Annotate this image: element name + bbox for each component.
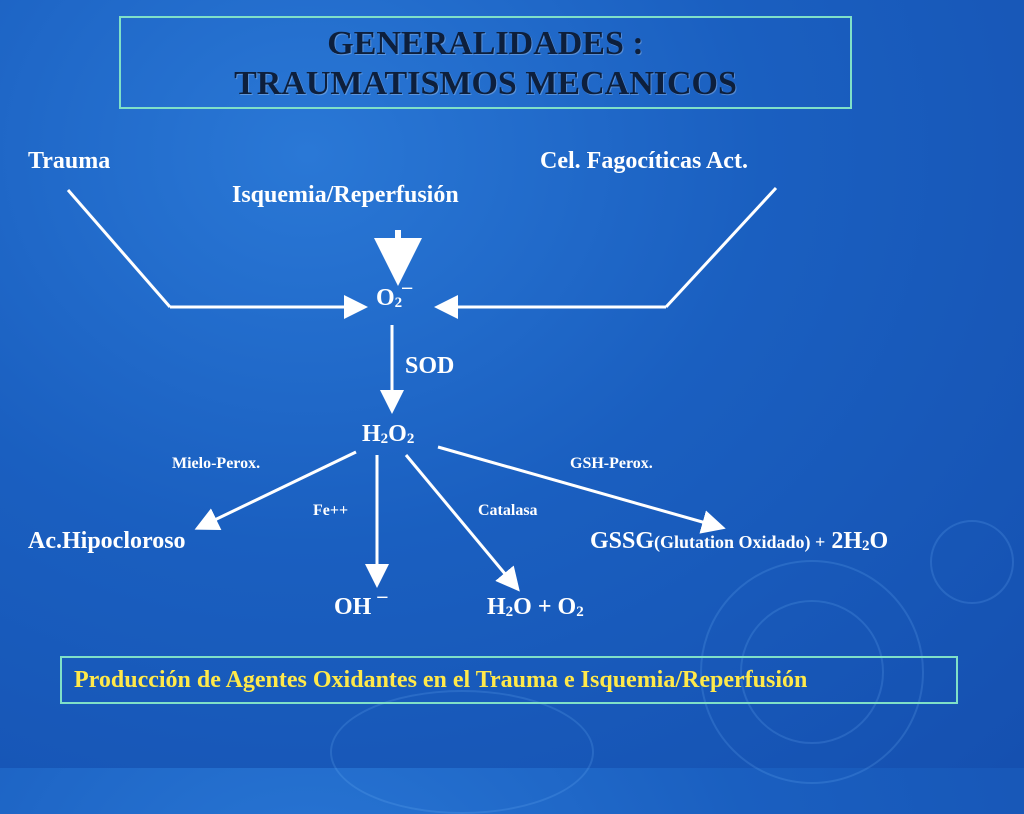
flow-arrows [66,186,778,592]
gssg-note: (Glutation Oxidado) + [654,532,826,552]
superoxide-charge: – [402,276,413,298]
h2o-end-o: O [869,528,889,554]
isquemia-label: Isquemia/Reperfusión [232,182,459,208]
h2o2-sub-1: 2 [380,431,389,447]
gssg-text: GSSG [590,528,655,554]
h2o2-o: O [388,421,407,447]
background-ripple [740,600,884,744]
water-oxygen-label: H2O + O2 [487,594,584,621]
superoxide-sub: 2 [394,295,403,311]
fagociticas-diagonal-line [664,186,778,309]
superoxide-label: O2– [376,276,412,312]
water-sub-1: 2 [505,604,514,620]
hydroxyl-label: OH – [334,585,387,621]
h2o2-sub-2: 2 [406,431,415,447]
catalasa-label: Catalasa [478,502,538,519]
h2o-end-sub: 2 [861,538,870,554]
background-ripple [930,520,1014,604]
h2o2-to-gssg-arrow [437,445,726,534]
caption-text: Producción de Agentes Oxidantes en el Tr… [74,667,808,693]
water-h: H [487,594,506,620]
hydroxyl-oh: OH [334,594,372,620]
title-line-2: TRAUMATISMOS MECANICOS [234,65,737,102]
mielo-perox-label: Mielo-Perox. [172,455,261,472]
hydroxyl-charge: – [377,585,388,607]
slide: GENERALIDADES : TRAUMATISMOS MECANICOS T… [28,16,1014,814]
h2o2-h: H [362,421,381,447]
trauma-diagonal-line [66,189,172,308]
caption-box: Producción de Agentes Oxidantes en el Tr… [60,656,958,704]
h2o-end-h: 2H [825,528,862,554]
gsh-perox-label: GSH-Perox. [570,455,653,472]
superoxide-o: O [376,285,395,311]
h2o2-to-hipocloroso-arrow [194,450,357,531]
title-box: GENERALIDADES : TRAUMATISMOS MECANICOS [119,16,852,109]
trauma-label: Trauma [28,148,111,174]
water-sub-2: 2 [576,604,584,620]
sod-label: SOD [405,353,455,379]
cel-fagociticas-label: Cel. Fagocíticas Act. [540,148,748,174]
gssg-label: GSSG(Glutation Oxidado) + 2H2O [590,528,888,555]
h2o2-to-h2o-o2-arrow [404,454,520,592]
ac-hipocloroso-label: Ac.Hipocloroso [28,528,186,554]
water-mid: O + O [513,594,577,620]
h2o2-label: H2O2 [362,421,414,448]
fe-label: Fe++ [313,502,349,519]
title-line-1: GENERALIDADES : [327,25,644,62]
